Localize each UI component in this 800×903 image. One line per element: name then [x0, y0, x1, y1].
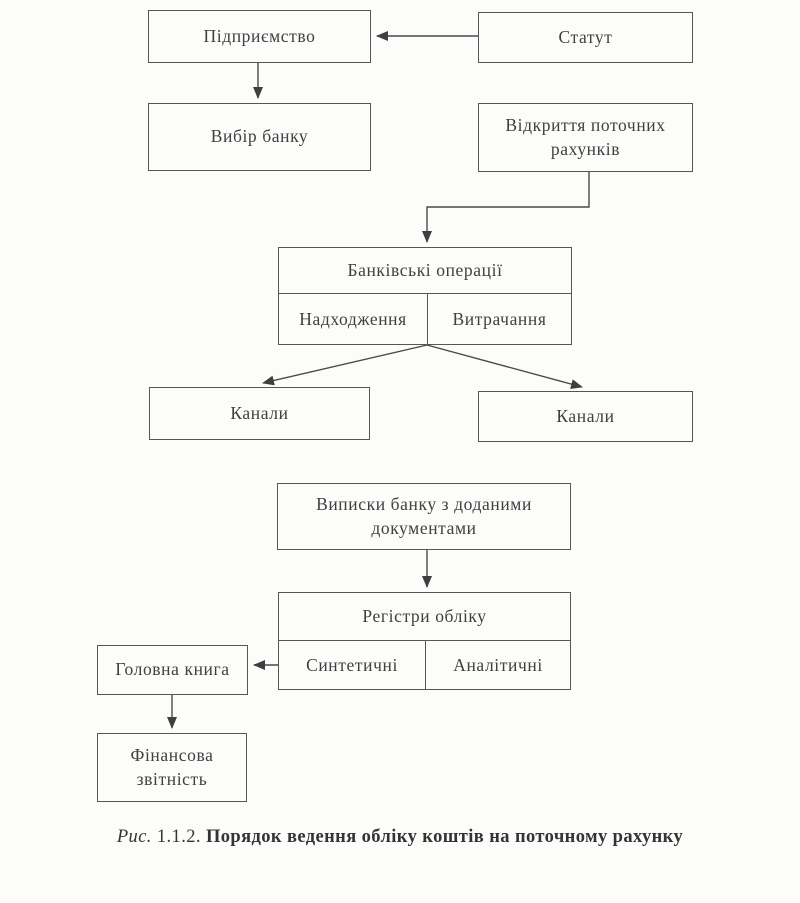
node-vidkryttia-rakhunkiv: Відкриття поточних рахунків [478, 103, 693, 172]
node-bankivski-operatsii: Банківські операції Надходження Витрачан… [278, 247, 572, 345]
arrow-bank-ops-to-kanaly-left [262, 344, 428, 386]
arrow-vidkryttia-to-bank-ops [422, 172, 590, 243]
node-holovna-knyha: Головна книга [97, 645, 248, 695]
node-kanaly-right: Канали [478, 391, 693, 442]
cell-label: Аналітичні [453, 654, 543, 675]
figure-caption-prefix: Рис. [116, 827, 152, 847]
node-label: Канали [556, 405, 615, 426]
node-statut: Статут [478, 12, 693, 63]
node-label: Вибір банку [210, 126, 309, 147]
node-label: Канали [230, 402, 289, 423]
node-label: Статут [558, 26, 613, 47]
node-vypysky-banku: Виписки банку з доданими документами [277, 483, 571, 550]
arrow-bank-ops-to-kanaly-right [426, 344, 583, 389]
cell-syntetychni: Синтетичні [279, 641, 426, 689]
node-label: Відкриття поточних рахунків [505, 114, 666, 159]
cell-label: Синтетичні [306, 654, 398, 675]
node-label: Виписки банку з доданими документами [316, 493, 532, 538]
cell-analitychni: Аналітичні [426, 641, 570, 689]
cell-vytrachannia: Витрачання [428, 294, 571, 344]
node-label: Підприємство [203, 25, 316, 46]
figure-caption: Рис. 1.1.2. Порядок ведення обліку кошті… [40, 827, 760, 848]
bank-ops-header: Банківські операції [279, 248, 571, 294]
bank-ops-cells: Надходження Витрачання [279, 294, 571, 344]
rehistry-cells: Синтетичні Аналітичні [279, 641, 570, 689]
figure-caption-text: Порядок ведення обліку коштів на поточно… [205, 827, 684, 847]
node-label: Банківські операції [347, 260, 503, 280]
figure-caption-number: 1.1.2. [156, 827, 201, 847]
node-rehistry-obliku: Регістри обліку Синтетичні Аналітичні [278, 592, 571, 690]
node-finansova-zvitnist: Фінансова звітність [97, 733, 247, 802]
cell-label: Надходження [299, 308, 407, 329]
node-kanaly-left: Канали [149, 387, 370, 440]
node-label: Фінансова звітність [130, 744, 214, 789]
node-label: Головна книга [115, 659, 230, 680]
node-vybir-banku: Вибір банку [148, 103, 371, 171]
rehistry-header: Регістри обліку [279, 593, 570, 641]
cell-label: Витрачання [452, 308, 547, 329]
node-label: Регістри обліку [362, 606, 487, 626]
node-pidpryiemstvo: Підприємство [148, 10, 371, 63]
cell-nadkhodzhennia: Надходження [279, 294, 428, 344]
